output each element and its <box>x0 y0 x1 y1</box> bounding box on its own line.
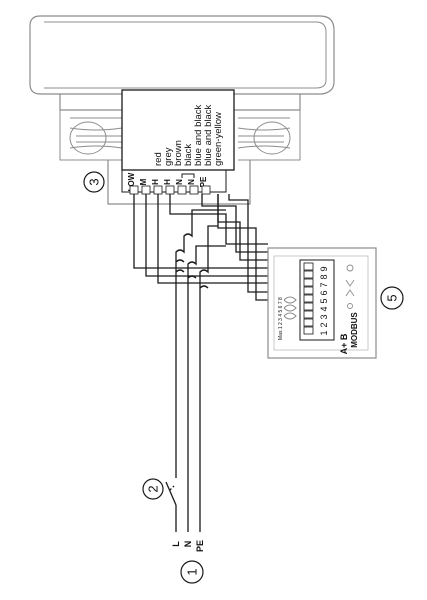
colour-label-black: black <box>183 144 194 166</box>
callout-1: 1 <box>180 560 204 584</box>
terminal-low: LOW <box>127 172 136 191</box>
colour-label-red: red <box>153 152 164 166</box>
svg-text:3: 3 <box>319 314 329 319</box>
svg-text:2: 2 <box>319 322 329 327</box>
fan-unit <box>29 15 335 205</box>
terminal-n-1: N <box>175 179 184 185</box>
colour-label-grey: grey <box>163 147 174 166</box>
power-icon <box>346 264 354 272</box>
terminal-m: M <box>139 178 148 185</box>
controller-icons <box>345 264 355 309</box>
controller-terminal-numbers: 1 2 3 4 5 6 7 8 9 <box>319 266 329 335</box>
colour-label-blue-black-1: blue and black <box>193 104 204 166</box>
controller-unit: 1 2 3 4 5 6 7 8 9 Mas 1 2 3 4 5 6 7 8 A+… <box>267 247 377 359</box>
svg-text:6: 6 <box>319 290 329 295</box>
supply-labels: L N PE <box>171 540 205 552</box>
svg-text:4: 4 <box>319 306 329 311</box>
colour-label-green-yellow: green-yellow <box>213 112 224 166</box>
label-n: N <box>183 541 193 548</box>
label-l: L <box>171 541 181 547</box>
blower-left <box>59 108 123 161</box>
fan-terminal-block: LOW M H H N N PE <box>121 169 227 195</box>
svg-text:7: 7 <box>319 282 329 287</box>
svg-text:1: 1 <box>185 568 200 575</box>
bus-label: A+ B <box>339 333 349 354</box>
fan-to-controller-wires <box>133 194 268 301</box>
svg-text:2: 2 <box>146 485 161 492</box>
callout-2: 2 <box>142 478 164 500</box>
blower-right <box>237 108 301 161</box>
terminal-h-2: H <box>163 179 172 185</box>
sun-icon <box>347 303 353 309</box>
modbus-label: MODBUS <box>350 312 359 348</box>
svg-text:3: 3 <box>87 178 102 185</box>
label-pe: PE <box>195 540 205 552</box>
terminal-n-2: N <box>187 179 196 185</box>
callout-5: 5 <box>380 286 404 310</box>
supply-wires <box>175 209 226 532</box>
wire-colour-labels: red grey brown black blue and black blue… <box>153 104 224 166</box>
callout-3: 3 <box>83 171 105 193</box>
svg-text:5: 5 <box>319 298 329 303</box>
arrow-down-icon <box>345 279 355 287</box>
colour-label-brown: brown <box>173 140 184 166</box>
svg-text:1: 1 <box>319 330 329 335</box>
svg-text:5: 5 <box>385 294 400 301</box>
controller-header-text: Mas 1 2 3 4 5 6 7 8 <box>278 297 284 340</box>
svg-text:8: 8 <box>319 274 329 279</box>
arrow-up-icon <box>345 289 355 297</box>
colour-label-blue-black-2: blue and black <box>203 104 214 166</box>
terminal-h-1: H <box>151 179 160 185</box>
terminal-pe: PE <box>199 176 208 187</box>
svg-text:9: 9 <box>319 266 329 271</box>
